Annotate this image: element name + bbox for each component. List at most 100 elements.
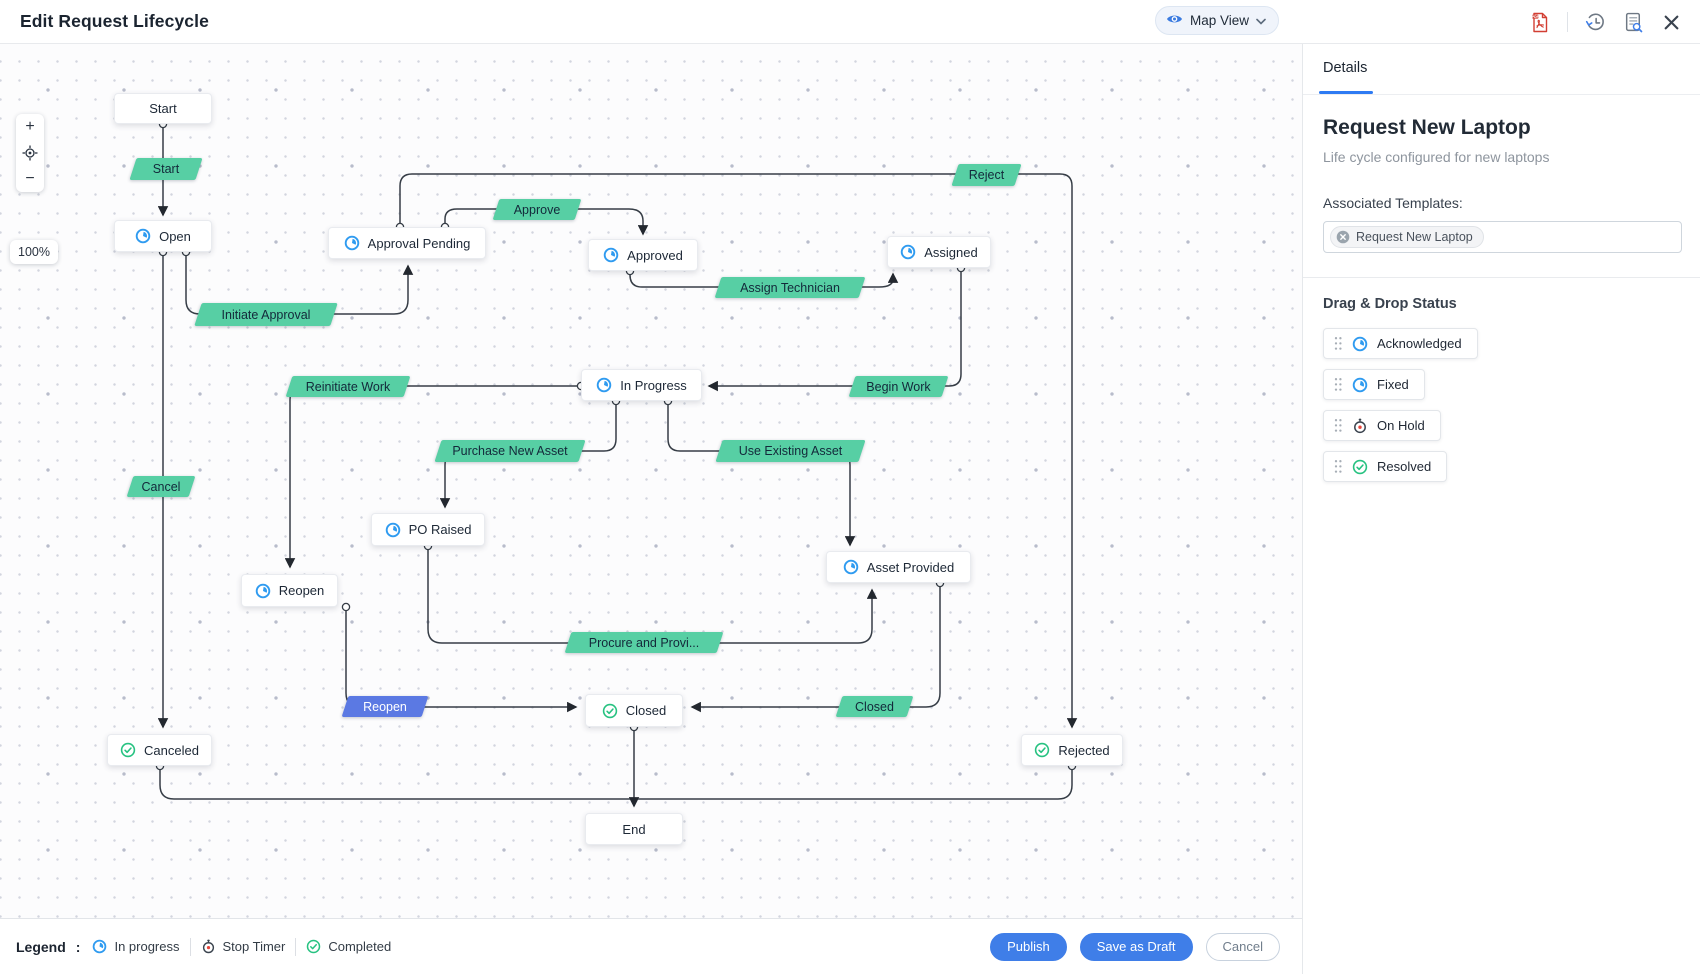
node-label: Open <box>159 228 191 244</box>
stop-timer-icon <box>202 939 214 954</box>
history-icon[interactable] <box>1584 11 1606 33</box>
transition-text: Purchase New Asset <box>452 444 568 458</box>
legend-item-label: In progress <box>114 939 180 954</box>
completed-icon <box>602 703 617 718</box>
status-node-closed[interactable]: Closed <box>585 694 683 727</box>
header-separator <box>1567 12 1568 32</box>
draggable-status-fixed[interactable]: Fixed <box>1323 369 1425 400</box>
transition-label-cancel[interactable]: Cancel <box>126 476 196 497</box>
sidebar-divider <box>1303 277 1700 278</box>
drag-handle-icon[interactable] <box>1333 418 1343 433</box>
tab-details[interactable]: Details <box>1323 60 1368 76</box>
legend-item-completed: Completed <box>306 939 391 954</box>
status-node-rejected[interactable]: Rejected <box>1021 734 1123 766</box>
associated-templates-input[interactable]: Request New Laptop <box>1323 221 1682 253</box>
recenter-button[interactable] <box>16 140 44 166</box>
header: Edit Request Lifecycle Map View PDF <box>0 0 1700 44</box>
transition-text: Reject <box>968 168 1005 182</box>
in-progress-icon <box>93 939 107 954</box>
flow-edge <box>638 766 1073 800</box>
status-label: Acknowledged <box>1377 336 1462 351</box>
flow-edge <box>159 766 630 800</box>
active-tab-underline <box>1319 91 1373 94</box>
connection-port <box>341 602 351 612</box>
footer-buttons: Publish Save as Draft Cancel <box>990 932 1280 961</box>
lifecycle-title: Request New Laptop <box>1323 116 1531 139</box>
transition-label-procure-and-provi[interactable]: Procure and Provi... <box>564 632 724 653</box>
flow-edge <box>667 401 856 547</box>
transition-text: Procure and Provi... <box>588 635 700 650</box>
flow-edge <box>345 607 578 713</box>
status-node-reopen[interactable]: Reopen <box>241 574 338 607</box>
transition-label-start[interactable]: Start <box>129 158 203 180</box>
transition-label-reject[interactable]: Reject <box>951 164 1022 186</box>
legend-colon: : <box>75 938 81 955</box>
status-node-start[interactable]: Start <box>114 93 212 124</box>
zoom-in-button[interactable]: + <box>25 118 35 135</box>
zoom-out-button[interactable]: − <box>25 170 35 187</box>
completed-icon <box>120 742 136 758</box>
flow-edge <box>399 173 1078 729</box>
status-node-po-raised[interactable]: PO Raised <box>371 513 485 546</box>
node-label: Approval Pending <box>367 235 471 251</box>
transition-label-reopen[interactable]: Reopen <box>341 696 429 717</box>
transition-label-initiate-approval[interactable]: Initiate Approval <box>194 303 338 326</box>
flow-edge <box>707 268 962 392</box>
draggable-status-on-hold[interactable]: On Hold <box>1323 410 1441 441</box>
export-pdf-icon[interactable]: PDF <box>1529 11 1551 33</box>
status-node-canceled[interactable]: Canceled <box>107 734 212 766</box>
draggable-status-acknowledged[interactable]: Acknowledged <box>1323 328 1478 359</box>
audit-log-icon[interactable] <box>1622 11 1644 33</box>
drag-handle-icon[interactable] <box>1333 459 1343 474</box>
transition-text: Use Existing Asset <box>738 444 843 458</box>
template-chip[interactable]: Request New Laptop <box>1330 226 1484 248</box>
transition-text: Begin Work <box>866 379 931 394</box>
publish-button[interactable]: Publish <box>990 932 1067 961</box>
in-progress-icon <box>344 235 359 251</box>
transition-text: Start <box>152 162 180 176</box>
status-node-approved[interactable]: Approved <box>588 239 698 271</box>
chip-close-icon[interactable] <box>1336 230 1350 244</box>
node-label: Approved <box>627 247 683 263</box>
status-node-in-progress[interactable]: In Progress <box>581 369 702 401</box>
header-actions: PDF <box>1529 0 1682 44</box>
svg-text:PDF: PDF <box>1532 14 1539 18</box>
node-label: Rejected <box>1058 742 1110 758</box>
transition-label-use-existing-asset[interactable]: Use Existing Asset <box>715 440 866 462</box>
details-sidebar: Details Request New Laptop Life cycle co… <box>1302 44 1700 974</box>
status-node-end[interactable]: End <box>585 813 683 845</box>
transition-label-approve[interactable]: Approve <box>492 199 582 220</box>
close-icon[interactable] <box>1660 11 1682 33</box>
save-as-draft-button[interactable]: Save as Draft <box>1079 932 1193 961</box>
legend-separator <box>189 937 191 956</box>
drag-handle-icon[interactable] <box>1333 336 1343 351</box>
in-progress-icon <box>900 244 916 260</box>
transition-label-reinitiate-work[interactable]: Reinitiate Work <box>285 376 411 397</box>
canvas-zoom-controls: + − <box>16 114 44 192</box>
transition-label-closed[interactable]: Closed <box>835 696 914 717</box>
legend-item-label: Completed <box>328 939 392 954</box>
status-node-assigned[interactable]: Assigned <box>887 236 991 268</box>
transition-label-purchase-new-asset[interactable]: Purchase New Asset <box>434 440 586 462</box>
transition-text: Approve <box>513 202 561 217</box>
transition-text: Closed <box>855 699 894 714</box>
draggable-status-resolved[interactable]: Resolved <box>1323 451 1448 482</box>
transition-label-begin-work[interactable]: Begin Work <box>848 376 949 397</box>
completed-icon <box>307 939 321 954</box>
transition-label-assign-technician[interactable]: Assign Technician <box>714 277 866 298</box>
stop-timer-icon <box>1354 418 1366 433</box>
in-progress-icon <box>1352 336 1368 351</box>
map-view-selector[interactable]: Map View <box>1155 6 1280 35</box>
status-node-approval-pending[interactable]: Approval Pending <box>328 227 486 259</box>
completed-icon <box>1035 742 1050 758</box>
node-label: Start <box>149 101 177 116</box>
status-label: On Hold <box>1377 418 1425 433</box>
status-node-asset-provided[interactable]: Asset Provided <box>826 551 971 583</box>
drag-handle-icon[interactable] <box>1333 377 1343 392</box>
node-label: End <box>622 821 646 837</box>
status-node-open[interactable]: Open <box>114 220 212 252</box>
cancel-button[interactable]: Cancel <box>1205 932 1280 961</box>
transition-text: Assign Technician <box>740 280 840 295</box>
